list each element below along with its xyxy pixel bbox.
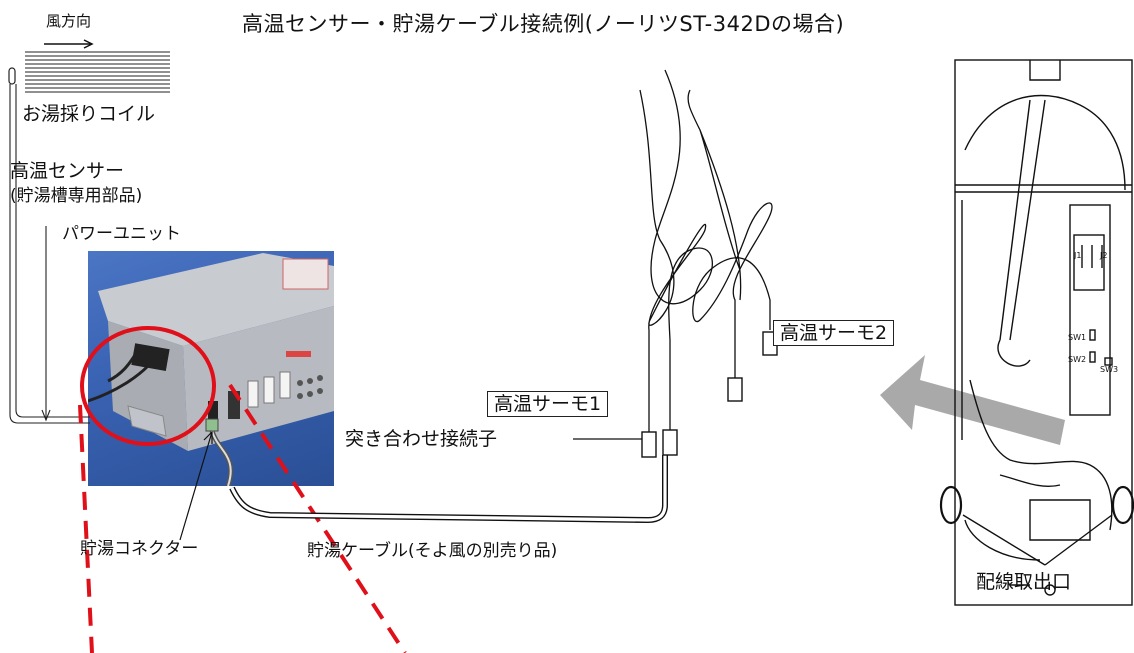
thermo2-wires (687, 89, 773, 378)
unit-top-face (98, 253, 334, 346)
butt-connector-1 (641, 431, 657, 458)
butt-connector-label: 突き合わせ接続子 (345, 428, 498, 450)
butt-connector-2 (662, 429, 678, 456)
storage-connector-label: 貯湯コネクター (80, 539, 199, 559)
wind-direction-label: 風方向 (46, 12, 92, 30)
coil-label: お湯採りコイル (22, 103, 156, 125)
thermo1-label: 高温サーモ1 (487, 391, 609, 417)
thermo1-wires (639, 69, 713, 432)
power-unit-label: パワーユニット (62, 224, 181, 244)
tank-label-sw2: SW2 (1068, 355, 1086, 364)
tank-label-j2: J2 (1099, 251, 1107, 260)
thermo2-probe-1 (727, 377, 743, 402)
connector-highlight-circle (80, 326, 216, 446)
tank-label-sw1: SW1 (1068, 333, 1086, 342)
sensor-connector (131, 343, 170, 371)
unit-side-face (183, 306, 334, 451)
wiring-outlet-label: 配線取出口 (976, 571, 1072, 593)
wiring-outlet-left (939, 485, 963, 525)
tank-label-sw3: SW3 (1100, 365, 1118, 374)
sensor-label: 高温センサー (10, 160, 125, 182)
dashed-line-right (228, 383, 407, 653)
thermo2-label: 高温サーモ2 (773, 320, 895, 346)
wiring-outlet-right (1111, 485, 1134, 525)
sensor-wire (9, 84, 90, 424)
storage-cable-label: 貯湯ケーブル(そよ風の別売り品) (307, 541, 558, 561)
storage-tank (954, 59, 1133, 606)
hot-water-coil (25, 51, 170, 93)
tank-label-j1: J1 (1073, 251, 1081, 260)
sensor-probe (8, 67, 16, 85)
unit-top-sticker (282, 258, 329, 290)
sensor-sublabel: (貯湯槽専用部品) (10, 186, 143, 206)
dashed-line-left (78, 404, 94, 653)
wind-direction-arrow (44, 39, 94, 49)
direction-arrow (880, 355, 1065, 445)
connector-pointer (179, 431, 213, 541)
power-unit-pointer (41, 226, 51, 422)
wiring-outlet-pointers (962, 514, 1113, 566)
power-unit-drawing (88, 253, 334, 486)
diagram-title: 高温センサー・貯湯ケーブル接続例(ノーリツST-342Dの場合) (242, 12, 845, 36)
